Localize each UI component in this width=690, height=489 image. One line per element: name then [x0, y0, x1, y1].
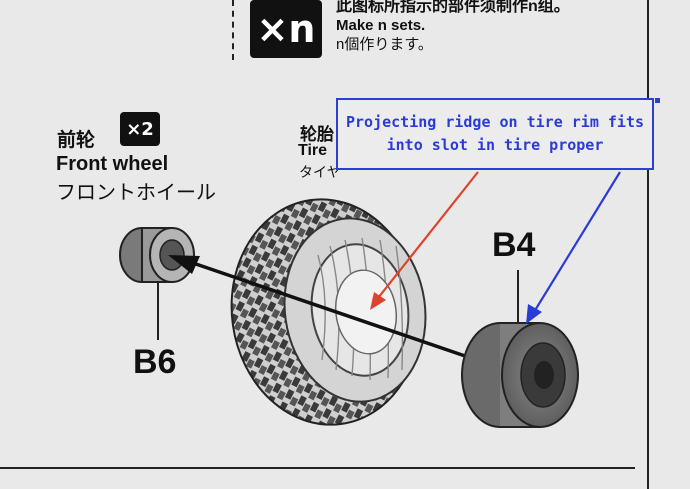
badge-label: ×n	[256, 7, 316, 51]
dashed-divider	[232, 0, 234, 60]
b6-rim-part	[119, 227, 195, 340]
front-wheel-label-cn: 前轮	[57, 130, 96, 151]
make-n-sets-badge: ×n	[250, 0, 322, 58]
quantity-badge-label: ×2	[126, 118, 154, 140]
make-n-sets-instruction: 此图标所指示的部件须制作n组。 Make n sets. n個作ります。	[336, 0, 570, 54]
b4-rim-part	[461, 270, 579, 428]
tire-label-cn: 轮胎	[300, 125, 334, 144]
instruction-en: Make n sets.	[336, 17, 426, 34]
tire-label-en: Tire	[298, 142, 328, 159]
instruction-cn: 此图标所指示的部件须制作n组。	[336, 0, 570, 15]
annotation-box: Projecting ridge on tire rim fits into s…	[336, 98, 654, 170]
corner-marker	[655, 98, 660, 103]
tire-label-jp: タイヤ	[299, 164, 341, 180]
blue-arrowhead	[526, 304, 542, 324]
front-wheel-label-jp: フロントホイール	[56, 182, 216, 204]
part-label-b6: B6	[133, 343, 177, 381]
red-annotation-arrow	[377, 171, 479, 299]
tire-illustration	[230, 198, 427, 426]
assembly-line	[189, 260, 469, 359]
red-arrowhead	[370, 292, 386, 310]
part-label-b4: B4	[492, 226, 536, 264]
front-wheel-label-en: Front wheel	[56, 153, 169, 175]
quantity-badge: ×2	[120, 112, 160, 146]
assembly-arrowhead	[168, 255, 200, 274]
instruction-jp: n個作ります。	[336, 36, 433, 53]
blue-annotation-arrow	[533, 171, 621, 313]
right-rule	[647, 0, 649, 489]
annotation-text: Projecting ridge on tire rim fits into s…	[345, 113, 644, 154]
bottom-rule	[0, 467, 635, 469]
